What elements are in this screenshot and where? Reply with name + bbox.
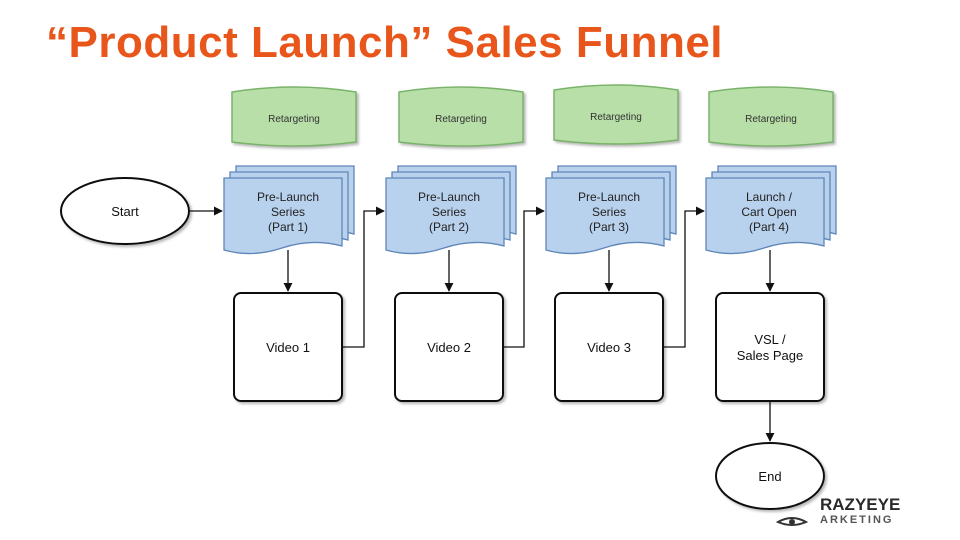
series-line: Pre-Launch — [578, 190, 640, 204]
start-node: Start — [60, 177, 190, 245]
series-line: (Part 3) — [589, 220, 629, 234]
end-node: End — [715, 442, 825, 510]
retargeting-label: Retargeting — [268, 114, 320, 125]
arrow-page-2-to-series-3 — [503, 206, 545, 348]
arrow-page-1-to-series-2 — [342, 206, 385, 348]
retargeting-label: Retargeting — [590, 112, 642, 123]
series-line: (Part 2) — [429, 220, 469, 234]
series-line: Series — [271, 205, 305, 219]
retargeting-banner-2: Retargeting — [398, 86, 524, 147]
crazy-eye-marketing-logo: RAZYEYE ARKETING — [775, 495, 900, 526]
slide-title: “Product Launch” Sales Funnel — [46, 18, 724, 67]
retargeting-label: Retargeting — [435, 114, 487, 125]
series-line: Pre-Launch — [257, 190, 319, 204]
series-line: Pre-Launch — [418, 190, 480, 204]
series-line: Launch / — [746, 190, 793, 204]
series-node-2: Pre-Launch Series (Part 2) — [385, 165, 517, 255]
page-label: Sales Page — [737, 348, 804, 363]
series-line: Series — [432, 205, 466, 219]
series-node-3: Pre-Launch Series (Part 3) — [545, 165, 677, 255]
start-label: Start — [111, 204, 139, 219]
page-label: Video 2 — [427, 340, 471, 355]
page-node-1: Video 1 — [233, 292, 343, 402]
retargeting-label: Retargeting — [745, 114, 797, 125]
retargeting-banner-3: Retargeting — [553, 84, 679, 145]
end-label: End — [758, 469, 781, 484]
page-label: Video 1 — [266, 340, 310, 355]
retargeting-banner-4: Retargeting — [708, 86, 834, 147]
logo-line-1: RAZYEYE — [820, 495, 900, 514]
page-label: Video 3 — [587, 340, 631, 355]
page-label: VSL / — [754, 332, 786, 347]
eye-icon — [775, 517, 809, 526]
series-line: (Part 4) — [749, 220, 789, 234]
logo-line-2: ARKETING — [820, 514, 893, 526]
series-line: Cart Open — [741, 205, 796, 219]
page-node-4: VSL / Sales Page — [715, 292, 825, 402]
series-line: (Part 1) — [268, 220, 308, 234]
series-line: Series — [592, 205, 626, 219]
arrow-page-3-to-series-4 — [663, 206, 705, 348]
series-node-4: Launch / Cart Open (Part 4) — [705, 165, 837, 255]
page-node-3: Video 3 — [554, 292, 664, 402]
series-node-1: Pre-Launch Series (Part 1) — [223, 165, 355, 255]
page-node-2: Video 2 — [394, 292, 504, 402]
connectors — [189, 206, 775, 442]
retargeting-banner-1: Retargeting — [231, 86, 357, 147]
